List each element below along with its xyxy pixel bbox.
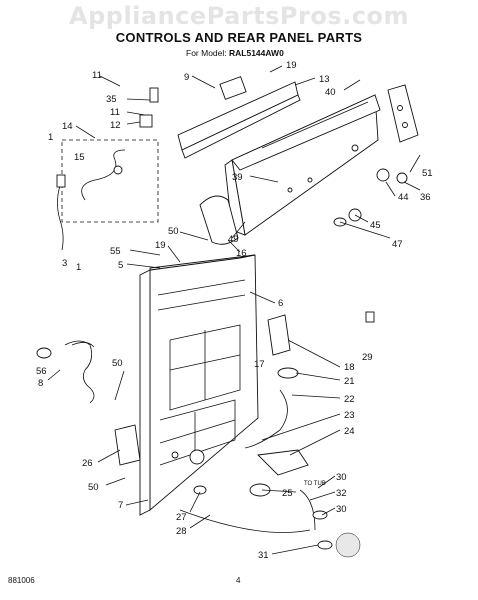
control-board [177,76,301,159]
callout-19: 19 [286,60,297,71]
callout-44: 44 [398,192,409,203]
callout-56: 56 [36,366,47,377]
page-number: 4 [236,576,241,585]
console-end-cap [387,84,419,143]
callout-3: 3 [62,258,67,269]
watermark: AppliancePartsPros.com [69,2,409,30]
callout-26: 26 [82,458,93,469]
callout-17: 17 [254,359,265,370]
timer-knob [199,195,239,245]
callout-29: 29 [362,352,373,363]
callout-47: 47 [392,239,403,250]
callout-50c: 50 [88,482,99,493]
fill-hose-coil [36,340,95,404]
callout-14: 14 [62,121,73,132]
callout-23: 23 [344,410,355,421]
callout-39: 39 [232,172,243,183]
callout-16: 16 [236,248,247,259]
diagram-title: CONTROLS AND REAR PANEL PARTS [115,30,363,45]
harness-group-box [61,139,159,223]
callout-51: 51 [422,168,433,179]
model-prefix: For Model: [186,48,229,58]
callout-32: 32 [336,488,347,499]
callout-12: 12 [110,120,121,131]
callout-31: 31 [258,550,269,561]
callout-25: 25 [282,488,293,499]
callout-11b: 11 [110,107,120,118]
callout-18: 18 [344,362,355,373]
leader-lines [47,65,421,555]
callout-30b: 30 [336,504,347,515]
water-valve [114,424,141,466]
callout-22: 22 [344,394,355,405]
part-29 [365,311,375,323]
callout-15: 15 [74,152,85,163]
callout-49: 49 [228,234,239,245]
to-tub-label: TO TUB [304,481,326,487]
callout-21: 21 [344,376,355,387]
pump-assembly [179,314,361,558]
callout-45: 45 [370,220,381,231]
footer-code: 881006 [8,576,35,585]
switch-12 [139,114,153,128]
control-console [224,94,381,236]
callout-50a: 50 [168,226,179,237]
callout-36: 36 [420,192,431,203]
knob-44 [376,168,390,182]
callout-24: 24 [344,426,355,437]
callout-5: 5 [118,260,123,271]
rear-panel [139,254,259,516]
callout-6: 6 [278,298,283,309]
model-number: RAL5144AW0 [229,48,284,58]
callout-40: 40 [325,87,336,98]
model-line: For Model: RAL5144AW0 [186,48,284,58]
callout-1a: 1 [48,132,53,143]
callout-7: 7 [118,500,123,511]
callout-13: 13 [319,74,330,85]
callout-labels: 11 9 19 13 40 35 11 12 14 1 15 39 51 36 … [36,60,433,561]
callout-55: 55 [110,246,121,257]
callout-35: 35 [106,94,117,105]
callout-19b: 19 [155,240,166,251]
callout-11: 11 [92,70,102,81]
callout-50b: 50 [112,358,123,369]
callout-1b: 1 [76,262,81,273]
callout-28: 28 [176,526,187,537]
callout-30a: 30 [336,472,347,483]
knob-36 [396,172,408,184]
cord-strain-relief [56,174,66,188]
callout-27: 27 [176,512,187,523]
callout-9: 9 [184,72,189,83]
bracket-35 [149,87,159,103]
callout-8: 8 [38,378,43,389]
